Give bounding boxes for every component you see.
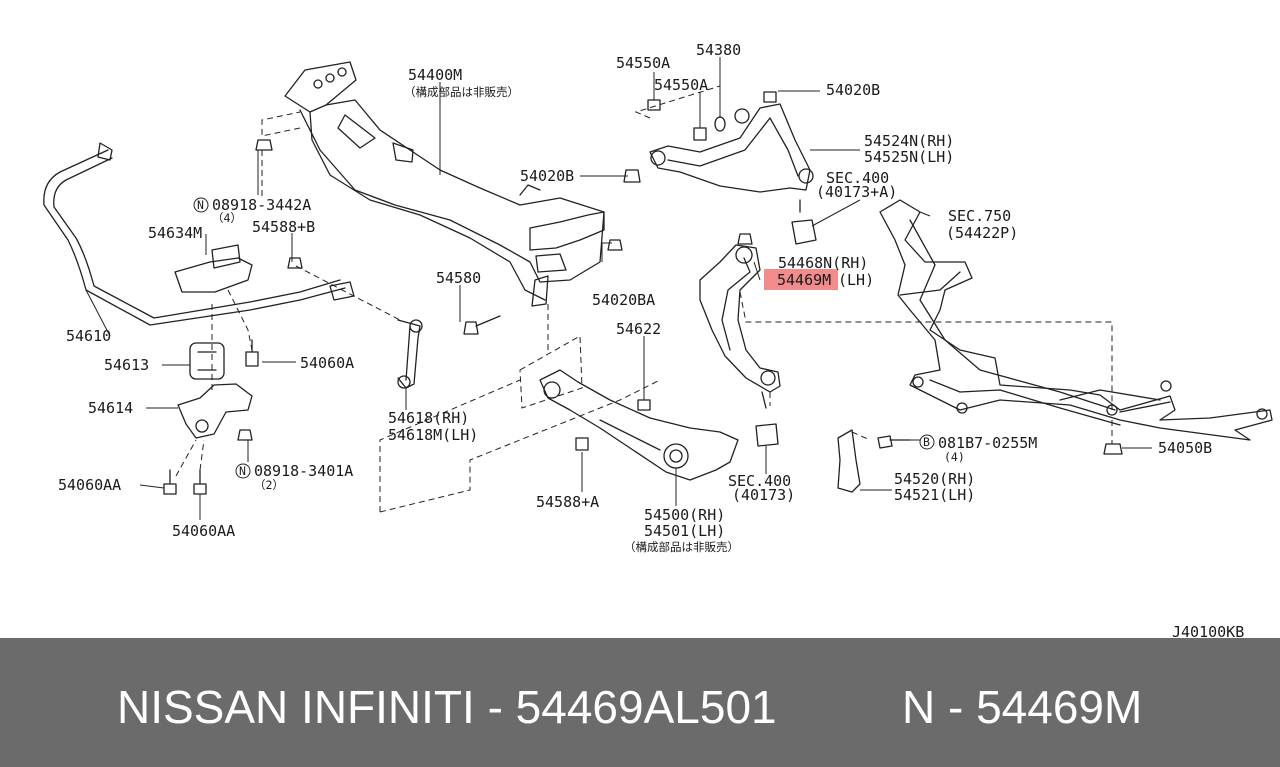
label-54380: 54380: [696, 41, 741, 59]
label-08918-3442a-qty: （4）: [212, 211, 242, 225]
label-54400m: 54400M: [408, 66, 462, 84]
label-54400m-note: （構成部品は非販売）: [404, 85, 519, 99]
label-sec400-b: SEC.400: [728, 472, 791, 490]
label-54521-lh: 54521(LH): [894, 486, 975, 504]
circled-prefixes: N N B: [193, 197, 935, 479]
label-sec750-ref: (54422P): [946, 224, 1018, 242]
label-54060aa-left: 54060AA: [58, 476, 121, 494]
label-54469m-side: (LH): [838, 271, 874, 289]
label-sec750: SEC.750: [948, 207, 1011, 225]
label-54468n-rh: 54468N(RH): [778, 254, 868, 272]
svg-text:B: B: [923, 435, 930, 449]
label-54610: 54610: [66, 327, 111, 345]
bracket-54614-drawing: [177, 383, 253, 439]
label-081b7-0255m: 081B7-0255M: [938, 434, 1037, 452]
label-54500-rh: 54500(RH): [644, 506, 725, 524]
label-54060a: 54060A: [300, 354, 354, 372]
label-54550a-top: 54550A: [616, 54, 670, 72]
footer-brand-part-number: NISSAN INFINITI - 54469AL501: [117, 681, 777, 733]
label-sec400-a-ref: (40173+A): [816, 183, 897, 201]
label-54524n-rh: 54524N(RH): [864, 132, 954, 150]
knuckle-arm-drawing: [699, 233, 781, 447]
label-54634m: 54634M: [148, 224, 202, 242]
label-54020b-right: 54020B: [826, 81, 880, 99]
svg-text:N: N: [197, 198, 204, 212]
bracket-54520-drawing: [837, 429, 911, 493]
svg-text:N: N: [239, 464, 246, 478]
suspension-parts-diagram: N N B 54400M （構成部品は非販売） 08918-3442A （4） …: [43, 41, 1273, 638]
label-54020ba: 54020BA: [592, 291, 655, 309]
label-54613: 54613: [104, 356, 149, 374]
label-54050b: 54050B: [1158, 439, 1212, 457]
label-54020b-left: 54020B: [520, 167, 574, 185]
label-54588a: 54588+A: [536, 493, 599, 511]
label-54580: 54580: [436, 269, 481, 287]
crossmember-drawing: [879, 199, 1273, 455]
label-54614: 54614: [88, 399, 133, 417]
label-54520-rh: 54520(RH): [894, 470, 975, 488]
fasteners-left-drawing: [163, 139, 303, 495]
lower-link-drawing: [539, 369, 739, 481]
label-54501-lh: 54501(LH): [644, 522, 725, 540]
footer-banner: NISSAN INFINITI - 54469AL501 N - 54469M: [0, 638, 1280, 767]
label-08918-3401a: 08918-3401A: [254, 462, 353, 480]
bushing-54613-drawing: [189, 342, 225, 380]
label-sec400-b-ref: (40173): [732, 486, 795, 504]
label-sec400-a: SEC.400: [826, 169, 889, 187]
footer-diagram-part-number: N - 54469M: [902, 681, 1143, 733]
bolt-54580-drawing: [463, 315, 501, 335]
label-54622: 54622: [616, 320, 661, 338]
label-081b7-0255m-qty: (4): [944, 450, 965, 464]
upper-link-drawing: [649, 103, 814, 213]
label-54550a-mid: 54550A: [654, 76, 708, 94]
label-54500-note: （構成部品は非販売）: [624, 540, 739, 554]
label-54525n-lh: 54525N(LH): [864, 148, 954, 166]
label-08918-3442a: 08918-3442A: [212, 196, 311, 214]
label-08918-3401a-qty: （2）: [254, 478, 284, 492]
label-54618-rh: 54618(RH): [388, 409, 469, 427]
label-54469m: 54469M: [777, 271, 831, 289]
label-ref-code: J40100KB: [1172, 623, 1244, 638]
label-54588b: 54588+B: [252, 218, 315, 236]
bracket-54634m-drawing: [174, 244, 253, 293]
leader-lines: [85, 57, 1152, 520]
label-54060aa-bottom: 54060AA: [172, 522, 235, 540]
subframe-54400m-drawing: [284, 61, 605, 307]
stabilizer-link-drawing: [397, 319, 423, 389]
highlight-box: [764, 269, 838, 290]
nut-54020ba-drawing: [607, 239, 623, 251]
label-54618m-lh: 54618M(LH): [388, 426, 478, 444]
stabilizer-bar-drawing: [43, 142, 355, 326]
dashed-guides: [175, 85, 1113, 513]
